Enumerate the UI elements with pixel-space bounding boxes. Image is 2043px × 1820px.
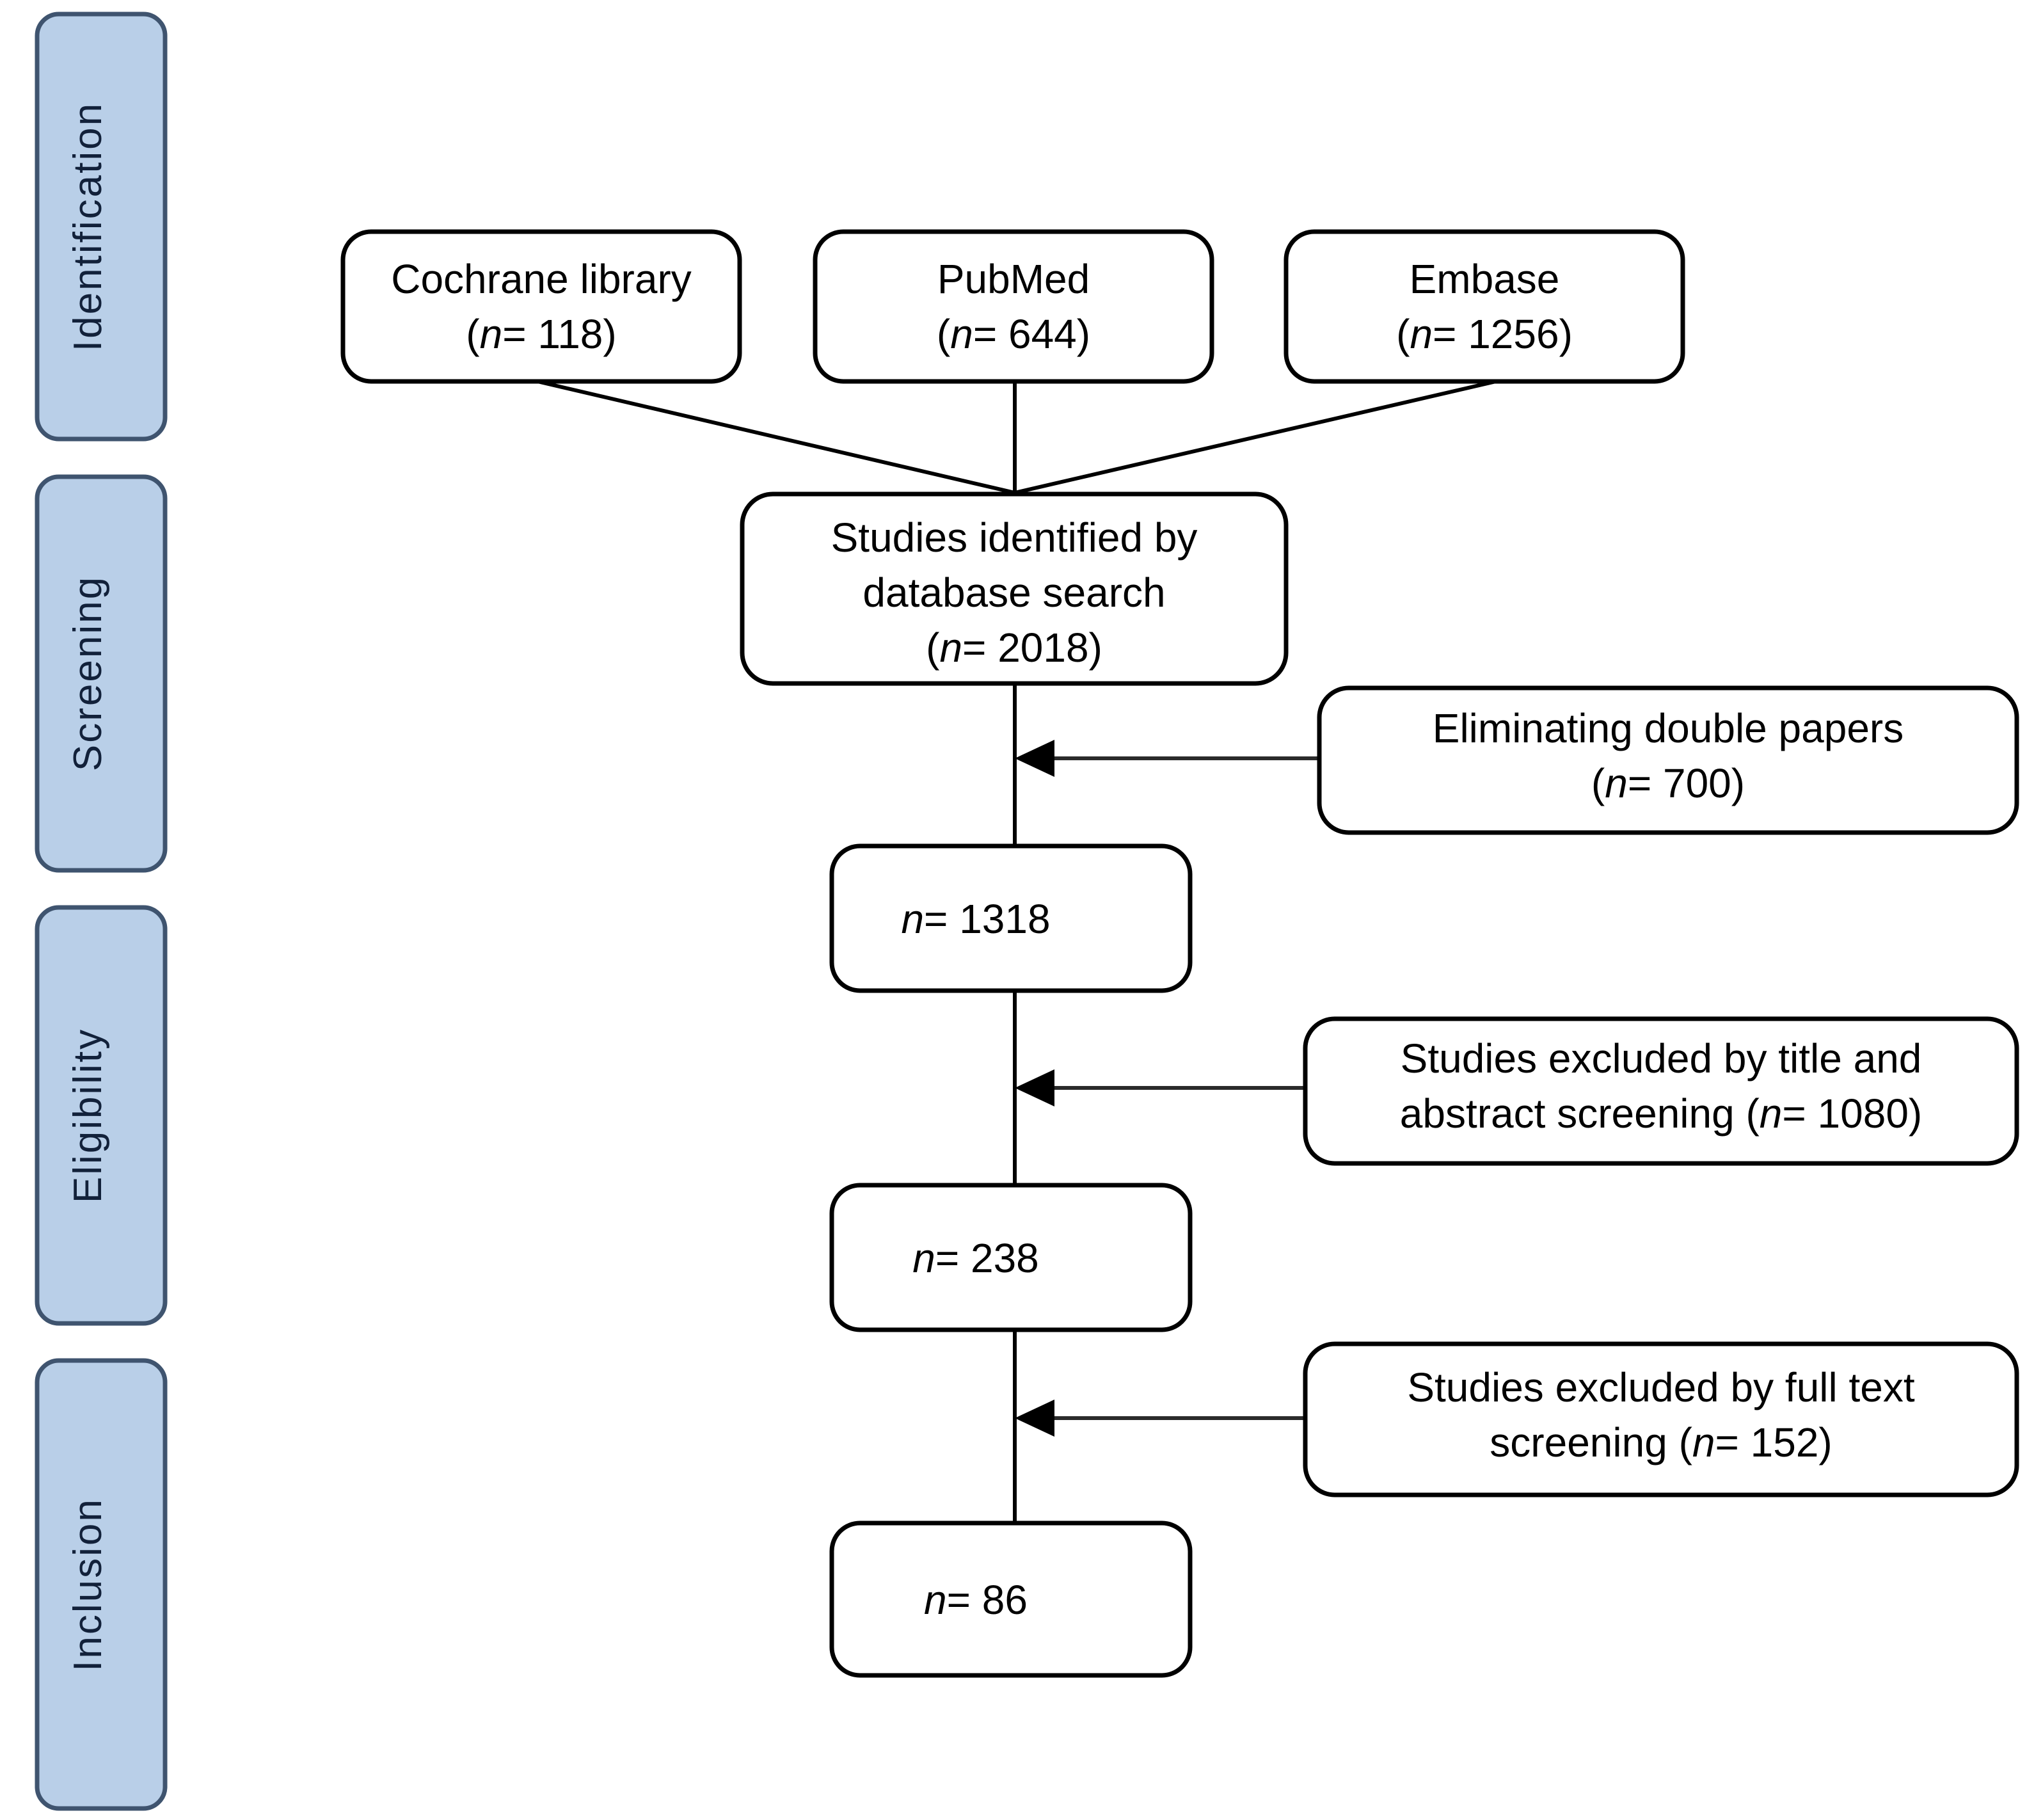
arrowhead-title-abstract: [1015, 1069, 1054, 1106]
exclusion-full-text-value: 152: [1751, 1419, 1819, 1465]
stage-band-eligibility[interactable]: Eligibility: [35, 905, 168, 1326]
stage-band-screening[interactable]: Screening: [35, 474, 168, 873]
exclusion-node-title-abstract[interactable]: Studies excluded by title and abstract s…: [1303, 1016, 2019, 1166]
arrowhead-duplicates: [1015, 740, 1054, 777]
after-duplicates-count: n= 1318: [901, 896, 1050, 942]
node-box: [1303, 1016, 2019, 1166]
node-box: [813, 229, 1214, 384]
stage-label-screening: Screening: [66, 575, 110, 771]
stage-label-identification: Identification: [66, 102, 110, 351]
node-studies-identified[interactable]: Studies identified by database search (n…: [740, 491, 1289, 686]
stage-band-rect: [35, 1358, 168, 1811]
source-name-pubmed: PubMed: [937, 256, 1090, 302]
source-node-pubmed[interactable]: PubMed (n= 644): [813, 229, 1214, 384]
after-title-abstract-count: n= 238: [912, 1235, 1039, 1281]
identified-line-1: Studies identified by: [831, 515, 1198, 561]
source-name-cochrane: Cochrane library: [391, 256, 692, 302]
node-after-title-abstract[interactable]: n= 238: [829, 1183, 1193, 1332]
source-count-embase: (n= 1256): [1396, 311, 1573, 357]
source-count-pubmed: (n= 644): [937, 311, 1090, 357]
node-box: [740, 491, 1289, 686]
stage-band-rect: [35, 474, 168, 873]
node-box: [1317, 685, 2019, 835]
exclusion-duplicates-value: 700: [1663, 760, 1731, 806]
after-title-abstract-value: 238: [971, 1235, 1039, 1281]
node-box: [829, 843, 1193, 993]
stage-band-inclusion[interactable]: Inclusion: [35, 1358, 168, 1811]
source-name-embase: Embase: [1410, 256, 1560, 302]
node-box: [829, 1521, 1193, 1678]
node-box: [1284, 229, 1685, 384]
node-box: [829, 1183, 1193, 1332]
source-node-embase[interactable]: Embase (n= 1256): [1284, 229, 1685, 384]
connectors: [537, 379, 1497, 1523]
source-count-value-pubmed: 644: [1008, 311, 1077, 357]
node-box: [1303, 1341, 2019, 1497]
edge-cochrane-to-identified: [537, 379, 1015, 495]
exclusion-duplicates-line-1: Eliminating double papers: [1433, 705, 1904, 751]
included-value: 86: [982, 1577, 1028, 1623]
identified-count-value: 2018: [998, 625, 1088, 671]
source-count-cochrane: (n= 118): [466, 311, 616, 357]
stage-sidebar: Identification Screening Eligibility Inc…: [35, 12, 168, 1811]
source-count-value-cochrane: 118: [537, 311, 603, 357]
stage-label-inclusion: Inclusion: [66, 1497, 110, 1672]
stage-band-rect: [35, 12, 168, 442]
node-included[interactable]: n= 86: [829, 1521, 1193, 1678]
exclusion-full-text-line-1: Studies excluded by full text: [1407, 1364, 1915, 1410]
stage-band-rect: [35, 905, 168, 1326]
stage-label-eligibility: Eligibility: [66, 1028, 110, 1203]
identified-line-2: database search: [863, 570, 1165, 616]
exclusion-title-abstract-value: 1080: [1818, 1090, 1909, 1137]
included-count: n= 86: [924, 1577, 1028, 1623]
arrowhead-full-text: [1015, 1400, 1054, 1437]
source-count-value-embase: 1256: [1468, 311, 1559, 357]
node-box: [340, 229, 742, 384]
edge-embase-to-identified: [1014, 379, 1497, 495]
identified-count: (n= 2018): [926, 625, 1102, 671]
exclusion-title-abstract-line-1: Studies excluded by title and: [1401, 1035, 1922, 1082]
stage-band-identification[interactable]: Identification: [35, 12, 168, 442]
after-duplicates-value: 1318: [959, 896, 1050, 942]
exclusion-node-full-text[interactable]: Studies excluded by full text screening …: [1303, 1341, 2019, 1497]
source-node-cochrane[interactable]: Cochrane library (n= 118): [340, 229, 742, 384]
node-after-duplicates[interactable]: n= 1318: [829, 843, 1193, 993]
exclusion-node-duplicates[interactable]: Eliminating double papers (n= 700): [1317, 685, 2019, 835]
exclusion-full-text-line-2: screening (n= 152): [1490, 1419, 1832, 1465]
exclusion-title-abstract-line-2: abstract screening (n= 1080): [1400, 1090, 1922, 1137]
exclusion-duplicates-line-2: (n= 700): [1591, 760, 1745, 806]
